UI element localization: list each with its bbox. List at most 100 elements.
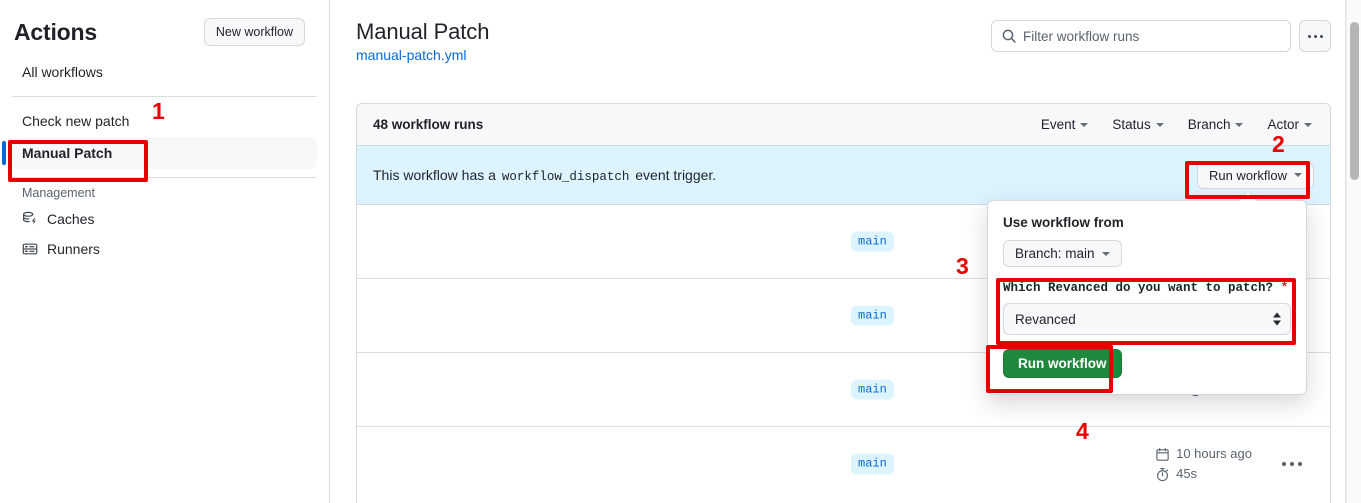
workflow-file-link[interactable]: manual-patch.yml: [356, 46, 467, 63]
page-title: Actions: [14, 18, 97, 45]
filter-label: Event: [1040, 117, 1076, 132]
run-date-text: 10 hours ago: [1176, 446, 1252, 461]
workflow-input-field: Which Revanced do you want to patch? * R…: [988, 267, 1306, 335]
filter-label: Status: [1112, 117, 1151, 132]
branch-selector-label: Branch: main: [1015, 246, 1095, 261]
chevron-down-icon: [1155, 122, 1164, 127]
filter-label: Branch: [1187, 117, 1231, 132]
header-actions: [991, 18, 1331, 52]
filter-branch[interactable]: Branch: [1188, 117, 1244, 132]
workflow-input-label: Which Revanced do you want to patch? *: [1003, 281, 1291, 295]
required-marker: *: [1280, 281, 1289, 295]
sidebar-item-caches[interactable]: Caches: [0, 204, 329, 234]
sidebar-item-label: Manual Patch: [22, 145, 113, 162]
search-box[interactable]: [991, 20, 1291, 52]
sidebar-item-label: Runners: [47, 241, 100, 258]
cache-icon: [22, 211, 38, 227]
stopwatch-icon: [1155, 467, 1170, 482]
more-options-button[interactable]: [1299, 20, 1331, 52]
sidebar-item-manual-patch[interactable]: Manual Patch: [2, 137, 317, 170]
use-workflow-from-section: Use workflow from Branch: main: [988, 201, 1306, 267]
chevron-down-icon: [1294, 173, 1302, 177]
page-scrollbar[interactable]: [1346, 0, 1361, 503]
workflow-heading: Manual Patch manual-patch.yml: [356, 18, 489, 65]
sidebar-item-check-new-patch[interactable]: Check new patch: [12, 105, 317, 137]
run-branch: main: [851, 231, 894, 252]
runs-panel-header: 48 workflow runs Event Status Branch: [357, 104, 1330, 146]
chevron-down-icon: [1101, 251, 1110, 256]
dot: [1290, 462, 1294, 466]
filter-label: Actor: [1267, 117, 1299, 132]
branch-badge: main: [851, 231, 894, 252]
dot: [1319, 34, 1323, 38]
search-icon: [1001, 28, 1017, 44]
workflow-input-select[interactable]: Revanced: [1003, 303, 1291, 335]
run-branch: main: [851, 305, 894, 326]
dispatch-banner-text: This workflow has a workflow_dispatch ev…: [373, 167, 716, 184]
run-date: 10 hours ago: [1155, 444, 1252, 464]
workflow-input-value: Revanced: [1015, 311, 1076, 327]
sidebar-item-label: Check new patch: [22, 113, 130, 130]
filter-status[interactable]: Status: [1112, 117, 1164, 132]
run-duration-text: 45s: [1176, 466, 1198, 481]
chevron-down-icon: [1235, 122, 1244, 127]
sidebar-item-runners[interactable]: Runners: [0, 234, 329, 264]
branch-badge: main: [851, 305, 894, 326]
dispatch-event-code: workflow_dispatch: [501, 169, 630, 184]
dot: [1298, 462, 1302, 466]
branch-badge: main: [851, 453, 894, 475]
filter-event[interactable]: Event: [1041, 117, 1089, 132]
runs-filters: Event Status Branch Actor: [1041, 117, 1314, 132]
chevron-down-icon: [1273, 320, 1281, 326]
sidebar-header: Actions New workflow: [0, 0, 329, 52]
dispatch-text-after: event trigger.: [635, 166, 717, 183]
main-content: Manual Patch manual-patch.yml: [331, 0, 1361, 503]
runs-count-label: 48 workflow runs: [373, 117, 484, 132]
main-header: Manual Patch manual-patch.yml: [331, 0, 1361, 65]
table-row[interactable]: main: [357, 205, 1330, 279]
run-workflow-popover: Use workflow from Branch: main Which Rev…: [987, 191, 1307, 395]
popover-actions: Run workflow: [988, 335, 1306, 394]
run-workflow-dropdown-button[interactable]: Run workflow: [1196, 161, 1314, 189]
sidebar: Actions New workflow All workflows Check…: [0, 0, 330, 503]
dot: [1282, 462, 1286, 466]
workflow-list-named: Check new patch Manual Patch: [0, 105, 329, 170]
content-right-edge: [1345, 0, 1346, 503]
workflow-input-label-text: Which Revanced do you want to patch?: [1003, 281, 1274, 295]
run-meta: 10 hours ago 45s: [1155, 444, 1252, 484]
use-workflow-from-label: Use workflow from: [1003, 215, 1124, 230]
calendar-icon: [1155, 447, 1170, 462]
search-input[interactable]: [992, 21, 1290, 51]
chevron-down-icon: [1304, 122, 1312, 127]
dispatch-text-before: This workflow has a: [373, 166, 496, 183]
filter-actor[interactable]: Actor: [1267, 117, 1312, 132]
workflow-title: Manual Patch: [356, 19, 490, 44]
workflow-dispatch-banner: This workflow has a workflow_dispatch ev…: [357, 146, 1330, 205]
branch-badge: main: [851, 379, 894, 400]
sidebar-divider-2: [12, 177, 317, 179]
table-row[interactable]: main: [357, 279, 1330, 353]
run-workflow-label: Run workflow: [1208, 167, 1287, 183]
run-duration: 45s: [1155, 464, 1252, 484]
run-workflow-submit-button[interactable]: Run workflow: [1003, 349, 1122, 378]
new-workflow-button[interactable]: New workflow: [203, 18, 305, 47]
dot: [1307, 34, 1311, 38]
workflow-list: All workflows: [0, 56, 329, 88]
sidebar-divider-1: [12, 96, 317, 98]
dot: [1313, 34, 1317, 38]
sidebar-item-label: Caches: [47, 211, 95, 228]
sidebar-item-label: All workflows: [22, 64, 103, 81]
server-icon: [22, 241, 38, 257]
table-row[interactable]: main 10 hours ago: [357, 427, 1330, 501]
select-arrows-icon: [1273, 312, 1281, 326]
management-section-label: Management: [22, 186, 95, 201]
chevron-up-icon: [1273, 312, 1281, 318]
row-more-options-button[interactable]: [1276, 456, 1308, 472]
scrollbar-thumb[interactable]: [1350, 22, 1359, 180]
branch-selector-button[interactable]: Branch: main: [1003, 240, 1122, 267]
run-branch: main: [851, 453, 894, 475]
sidebar-item-all-workflows[interactable]: All workflows: [12, 56, 317, 88]
workflow-runs-panel: 48 workflow runs Event Status Branch: [356, 103, 1331, 503]
run-branch: main: [851, 379, 894, 400]
